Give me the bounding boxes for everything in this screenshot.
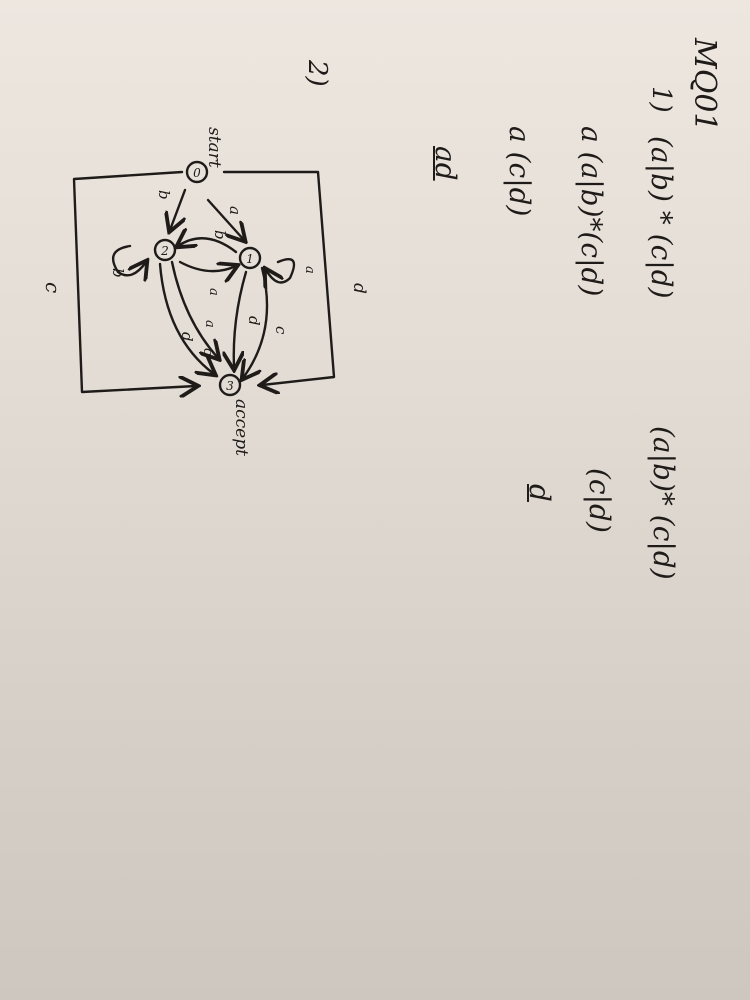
edge-0-to-2 xyxy=(170,188,187,230)
edge-1-to-2 xyxy=(178,238,238,254)
edge-label: a xyxy=(302,266,317,274)
edge-label: b xyxy=(109,268,127,278)
edge-label: d xyxy=(349,283,369,294)
edge-label: a xyxy=(206,288,221,296)
edge-2-to-3-d xyxy=(158,262,214,374)
edge-0-to-3-d xyxy=(222,170,336,385)
edge-2-to-3-c xyxy=(170,260,218,358)
loop-state-1 xyxy=(266,258,296,282)
edge-label: c xyxy=(272,326,290,335)
edge-1-to-3-d xyxy=(234,270,248,368)
edge-label: c xyxy=(200,348,215,356)
state-0: 0 xyxy=(185,160,209,184)
edge-0-to-1 xyxy=(206,198,244,240)
accept-label: accept xyxy=(231,399,251,456)
edge-label: a xyxy=(226,206,244,215)
edge-label: a xyxy=(202,320,217,328)
edge-label: c xyxy=(41,282,65,293)
edge-label: d xyxy=(245,316,263,326)
svg-text:1: 1 xyxy=(246,252,254,266)
svg-text:2: 2 xyxy=(160,244,169,258)
state-3: 3 xyxy=(218,373,242,397)
svg-text:3: 3 xyxy=(226,379,234,393)
edge-2-to-1 xyxy=(178,260,236,271)
svg-text:0: 0 xyxy=(193,166,201,180)
edge-label: b xyxy=(155,190,173,200)
loop-state-2 xyxy=(111,244,146,275)
edge-label: b xyxy=(211,230,229,240)
state-1: 1 xyxy=(238,246,262,270)
state-2: 2 xyxy=(153,238,177,262)
edge-label: d xyxy=(178,332,196,342)
edge-0-to-3-c xyxy=(72,170,196,392)
start-label: start xyxy=(204,127,224,168)
